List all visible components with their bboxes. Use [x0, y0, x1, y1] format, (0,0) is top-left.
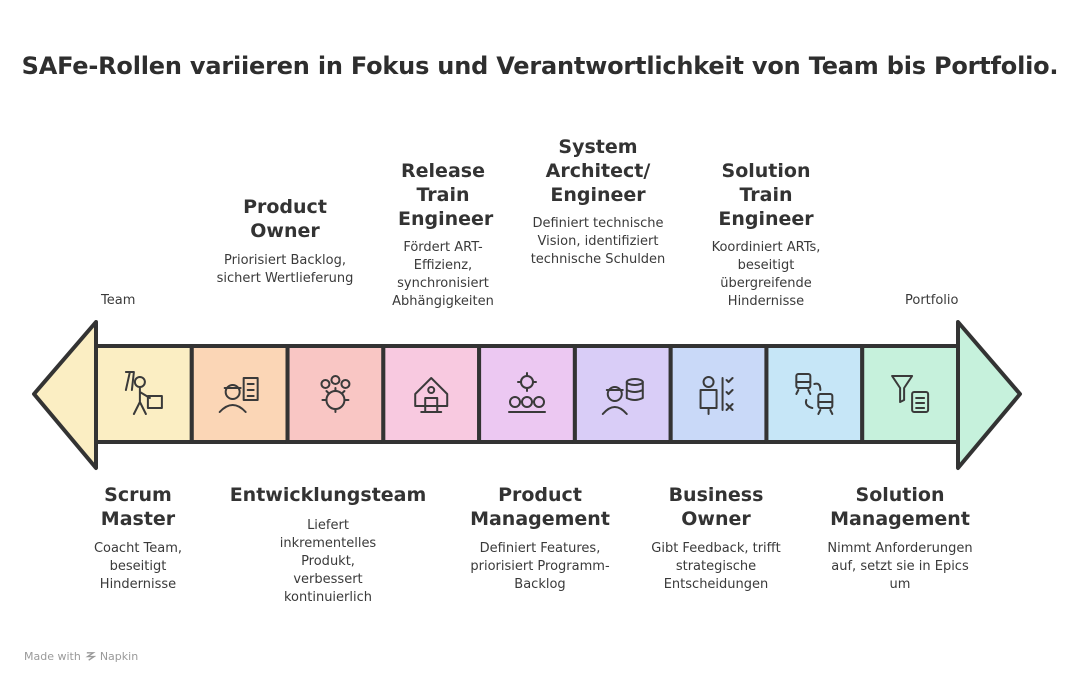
product-owner-icon: [218, 377, 259, 413]
scrum-master-icon: [124, 371, 163, 415]
business-owner-icon: [699, 376, 734, 415]
role-name: Scrum Master: [100, 484, 176, 530]
footer-made-with: Made with: [24, 650, 81, 663]
role-product-management: Product Management Definiert Features, p…: [462, 483, 618, 594]
arrow-segment-7: [668, 344, 769, 444]
role-description: Coacht Team, beseitigt Hindernisse: [93, 541, 183, 592]
dev-team-icon: [320, 375, 351, 413]
arrow-segment-8: [764, 344, 865, 444]
role-name: Solution Management: [830, 484, 970, 530]
role-name: Business Owner: [668, 484, 764, 530]
footer-brand: Napkin: [99, 650, 139, 663]
role-scrum-master: Scrum Master Coacht Team, beseitigt Hind…: [78, 483, 198, 594]
role-description: Definiert Features, priorisiert Programm…: [470, 541, 610, 592]
arrow-segment-4: [381, 344, 482, 444]
arrow-left-head: [32, 320, 98, 470]
role-name: Product Owner: [243, 196, 327, 242]
product-management-icon: [508, 372, 546, 413]
system-architect-icon: [601, 378, 644, 415]
role-name: Product Management: [470, 484, 610, 530]
axis-end-label: Portfolio: [905, 293, 959, 308]
role-description: Nimmt Anforderungen auf, setzt sie in Ep…: [827, 541, 973, 592]
arrow-segment-3: [285, 344, 386, 444]
role-name: Solution Train Engineer: [718, 160, 814, 230]
role-description: Fördert ART-Effizienz, synchronisiert Ab…: [392, 240, 494, 309]
release-train-engineer-icon: [414, 377, 449, 413]
napkin-logo-icon: [85, 652, 96, 661]
role-product-owner: Product Owner Priorisiert Backlog, siche…: [210, 195, 360, 288]
role-solution-management: Solution Management Nimmt Anforderungen …: [822, 483, 978, 594]
role-entwicklungsteam: Entwicklungsteam Liefert inkrementelles …: [228, 483, 428, 607]
solution-train-engineer-icon: [795, 373, 834, 415]
role-description: Koordiniert ARTs, beseitigt übergreifend…: [711, 240, 821, 309]
arrow-segment-5: [477, 344, 577, 444]
role-description: Liefert inkrementelles Produkt, verbesse…: [279, 518, 377, 605]
role-name: Release Train Engineer: [398, 160, 494, 230]
arrow-segment-6: [572, 344, 673, 444]
role-name: Entwicklungsteam: [229, 484, 427, 506]
role-business-owner: Business Owner Gibt Feedback, trifft str…: [640, 483, 792, 594]
axis-start-label: Team: [101, 293, 136, 308]
role-release-train-engineer: Release Train Engineer Fördert ART-Effiz…: [380, 159, 506, 311]
solution-management-icon: [891, 375, 930, 413]
diagram-title: SAFe-Rollen variieren in Fokus und Veran…: [21, 52, 1059, 80]
role-description: Gibt Feedback, trifft strategische Entsc…: [651, 541, 781, 592]
role-name: System Architect/ Engineer: [545, 136, 651, 206]
role-description: Definiert technische Vision, identifizie…: [530, 216, 666, 267]
role-solution-train-engineer: Solution Train Engineer Koordiniert ARTs…: [696, 159, 836, 311]
arrow-segment-9: [860, 344, 961, 444]
arrow-right-head: [956, 320, 1022, 470]
role-description: Priorisiert Backlog, sichert Wertlieferu…: [216, 253, 354, 286]
footer-attribution: Made with Napkin: [24, 650, 138, 663]
role-system-architect: System Architect/ Engineer Definiert tec…: [528, 135, 668, 269]
